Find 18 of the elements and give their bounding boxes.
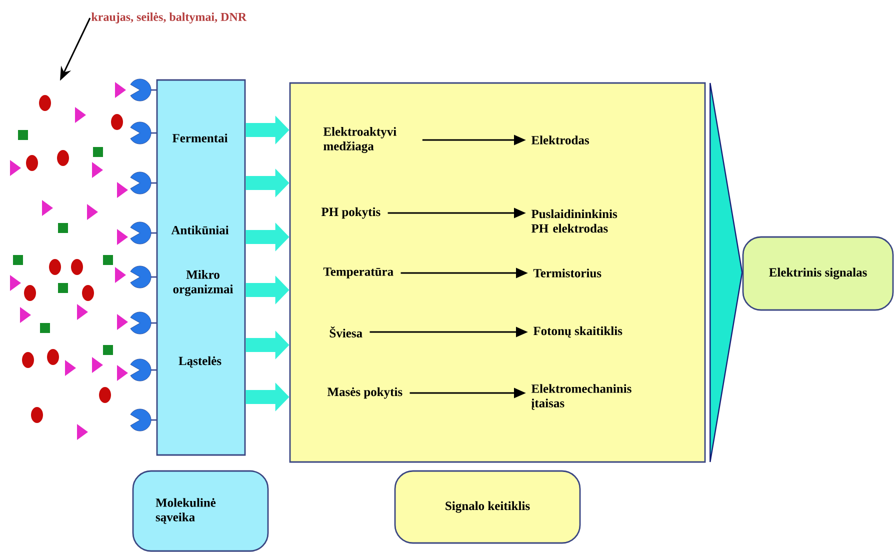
sample-label: kraujas, seilės, baltymai, DNR	[92, 12, 247, 24]
node-text: Elektrodas	[531, 136, 590, 144]
node-text: Elektromechaninis įtaisas	[531, 384, 632, 410]
particles-drawing	[10, 82, 128, 440]
node-text: Temperatūra	[323, 268, 394, 278]
node-text: PH pokytis	[321, 207, 380, 219]
node-text: Masės pokytis	[327, 387, 402, 399]
node-text: Fotonų skaitiklis	[533, 326, 622, 338]
receptor-column: Fermentai Antikūniai Mikro organizmai Ląstelės	[156, 79, 246, 456]
rounded-box: Molekulinė sąveika	[132, 470, 269, 552]
node-text: Puslaidininkinis PH elektrodas	[531, 209, 618, 233]
triangle-arrow	[710, 82, 743, 463]
node-text: Termistorius	[533, 268, 602, 278]
rounded-box: Elektrinis signalas	[742, 236, 894, 311]
transducer-box	[289, 82, 706, 463]
rounded-box: Signalo keitiklis	[394, 470, 581, 544]
node-text: Elektroaktyvi medžiaga	[323, 127, 396, 153]
node-text: Šviesa	[330, 326, 362, 338]
